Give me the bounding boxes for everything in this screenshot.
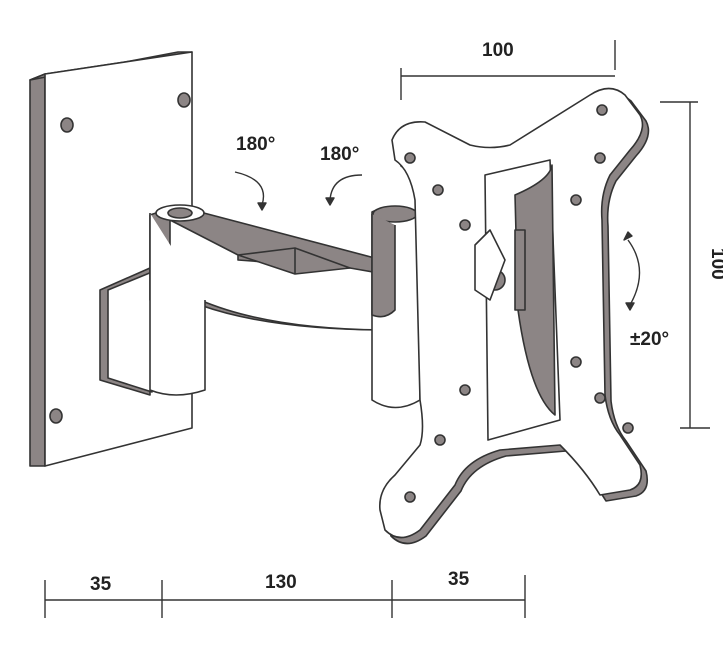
dimension-lines xyxy=(44,40,710,618)
vesa-plate xyxy=(378,87,650,545)
segment-label-1: 35 xyxy=(90,574,112,595)
wall-bracket xyxy=(99,267,153,396)
vesa-height-label: 100 xyxy=(707,248,723,280)
screw-hole xyxy=(49,408,63,424)
arm-rotation-label: 180° xyxy=(320,144,359,165)
wall-rotation-label: 180° xyxy=(236,134,275,155)
vesa-holes xyxy=(404,104,634,503)
segment-label-2: 130 xyxy=(265,572,297,593)
rotation-arrows xyxy=(234,171,641,311)
screw-hole xyxy=(60,117,74,133)
segment-label-3: 35 xyxy=(448,569,470,590)
vesa-width-label: 100 xyxy=(482,40,514,61)
tilt-label: ±20° xyxy=(630,329,669,350)
screw-hole xyxy=(177,92,191,108)
swivel-arm xyxy=(149,204,421,409)
